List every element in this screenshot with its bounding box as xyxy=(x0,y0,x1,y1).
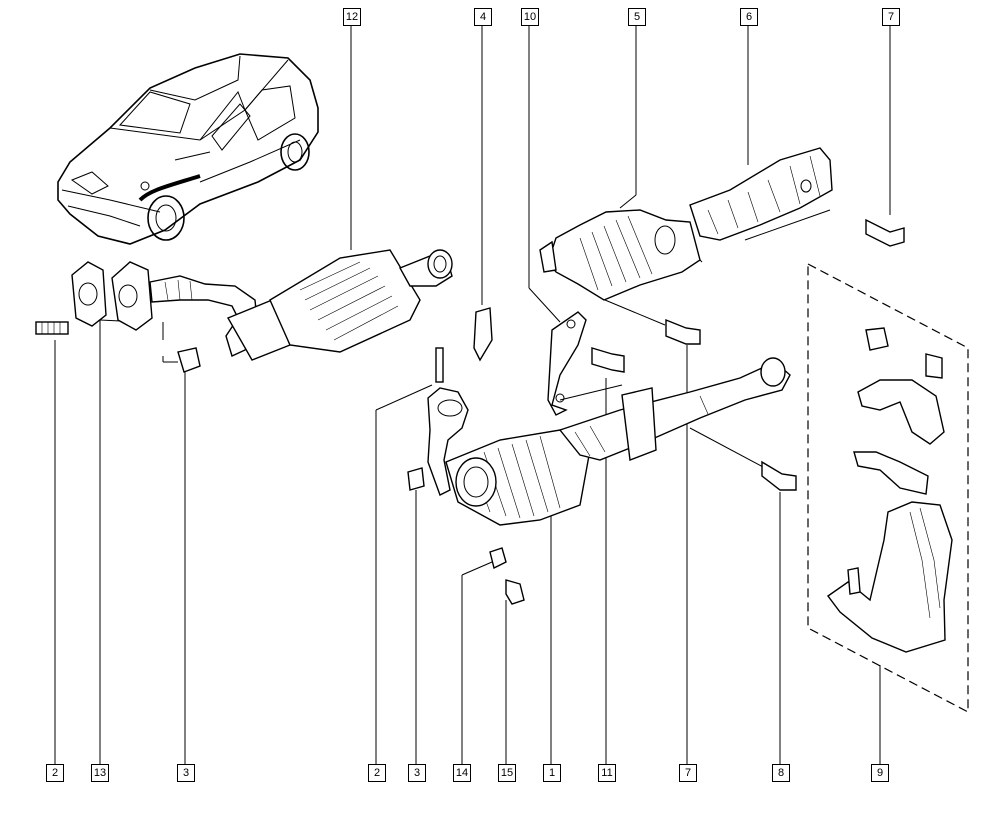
part-3-nut-left xyxy=(177,347,201,373)
callout-7-bottom: 7 xyxy=(679,764,697,782)
car-illustration xyxy=(57,53,319,245)
callout-11: 11 xyxy=(598,764,616,782)
part-5-heat-shield xyxy=(539,209,701,301)
part-3-nut-right xyxy=(407,467,425,491)
part-14-nut xyxy=(489,547,507,570)
part-2-stud-left xyxy=(35,321,69,335)
callout-6: 6 xyxy=(740,8,758,26)
part-15-bolt xyxy=(505,579,525,605)
callout-7-top: 7 xyxy=(882,8,900,26)
part-4-oxygen-sensor xyxy=(473,307,493,362)
callout-12: 12 xyxy=(343,8,361,26)
callout-8: 8 xyxy=(772,764,790,782)
callout-5: 5 xyxy=(628,8,646,26)
part-9-bracket-kit xyxy=(807,263,969,713)
callout-2-left: 2 xyxy=(46,764,64,782)
callout-4: 4 xyxy=(474,8,492,26)
part-11-bolt xyxy=(591,347,625,373)
callout-2-right: 2 xyxy=(368,764,386,782)
part-6-heat-shield-pipe xyxy=(689,147,833,241)
callout-15: 15 xyxy=(498,764,516,782)
leader-lines xyxy=(54,26,891,765)
callout-10: 10 xyxy=(521,8,539,26)
callout-3-left: 3 xyxy=(177,764,195,782)
callout-3-right: 3 xyxy=(408,764,426,782)
part-12-catalytic-converter xyxy=(71,249,453,361)
callout-13: 13 xyxy=(91,764,109,782)
part-1-catalytic-converter xyxy=(427,311,791,526)
part-8-bolt xyxy=(761,460,797,491)
part-7-bolt-top xyxy=(865,218,905,247)
callout-1: 1 xyxy=(543,764,561,782)
stud-thread xyxy=(41,322,61,334)
callout-14: 14 xyxy=(453,764,471,782)
part-2-stud-right xyxy=(435,347,444,383)
part-7-bolt-middle xyxy=(665,318,701,345)
callout-9: 9 xyxy=(871,764,889,782)
